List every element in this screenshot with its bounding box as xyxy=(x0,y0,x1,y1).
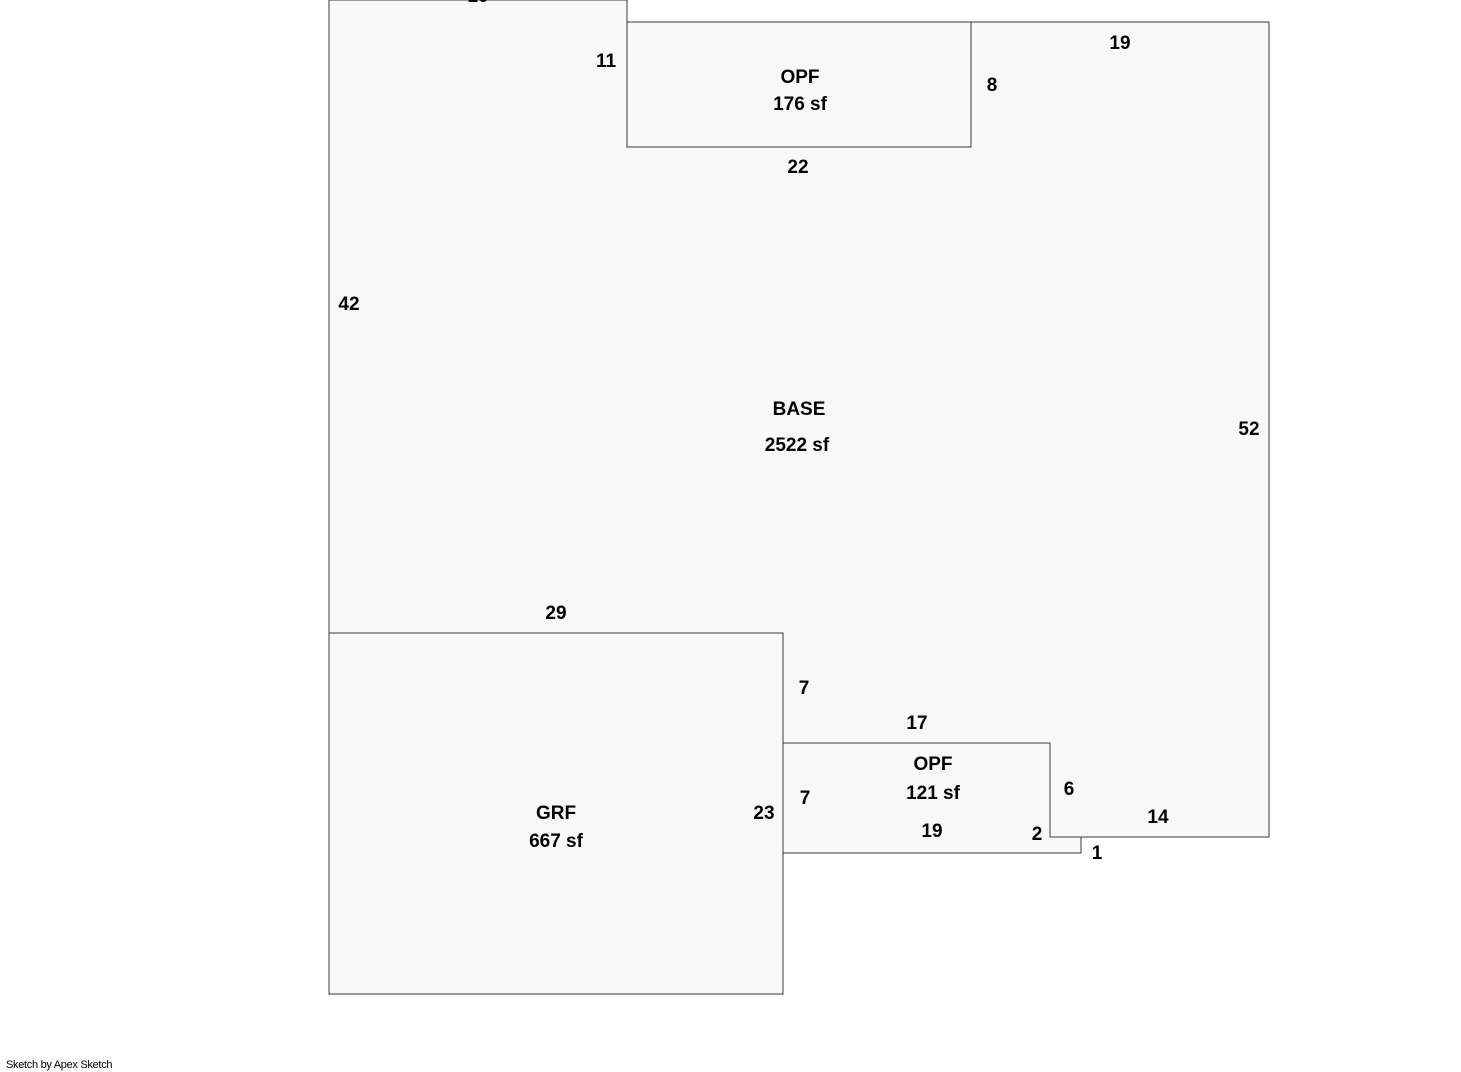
dimension-opf-top-left: 11 xyxy=(596,51,617,72)
dimension-step-one: 1 xyxy=(1092,843,1103,864)
dimension-base-top-left: 10 xyxy=(467,0,488,7)
dimension-grf-right: 23 xyxy=(753,803,774,824)
grf-label: GRF xyxy=(536,803,576,824)
sketch-credit: Sketch by Apex Sketch xyxy=(6,1059,113,1071)
dimension-opf-bottom-left: 7 xyxy=(800,788,811,809)
dimension-opf-bottom-right: 6 xyxy=(1064,779,1075,800)
base-label: BASE xyxy=(773,399,826,420)
base-area-value: 2522 sf xyxy=(765,435,830,456)
dimension-base-right: 52 xyxy=(1238,419,1259,440)
opf-bottom-outline xyxy=(782,742,1082,854)
dimension-base-bottom-right: 14 xyxy=(1147,807,1169,828)
dimension-opf-top-bottom: 22 xyxy=(787,157,808,178)
opf-bottom-area-value: 121 sf xyxy=(906,783,961,804)
opf-top-label: OPF xyxy=(780,67,819,88)
opf-bottom-label: OPF xyxy=(913,754,952,775)
opf-top-outline xyxy=(626,21,972,148)
grf-outline xyxy=(328,632,784,995)
dimension-base-top-right: 19 xyxy=(1109,33,1130,54)
dimension-opf-bottom-bottom: 19 xyxy=(921,821,942,842)
dimension-opf-bottom-top: 17 xyxy=(906,713,927,734)
dimension-opf-top-right: 8 xyxy=(987,75,998,96)
opf-top-area-value: 176 sf xyxy=(773,94,828,115)
grf-area-value: 667 sf xyxy=(529,831,584,852)
dimension-base-left: 42 xyxy=(338,294,359,315)
dimension-grf-top: 29 xyxy=(545,603,566,624)
dimension-opf-bottom-step: 2 xyxy=(1032,824,1043,845)
dimension-grf-right-upper: 7 xyxy=(799,678,810,699)
